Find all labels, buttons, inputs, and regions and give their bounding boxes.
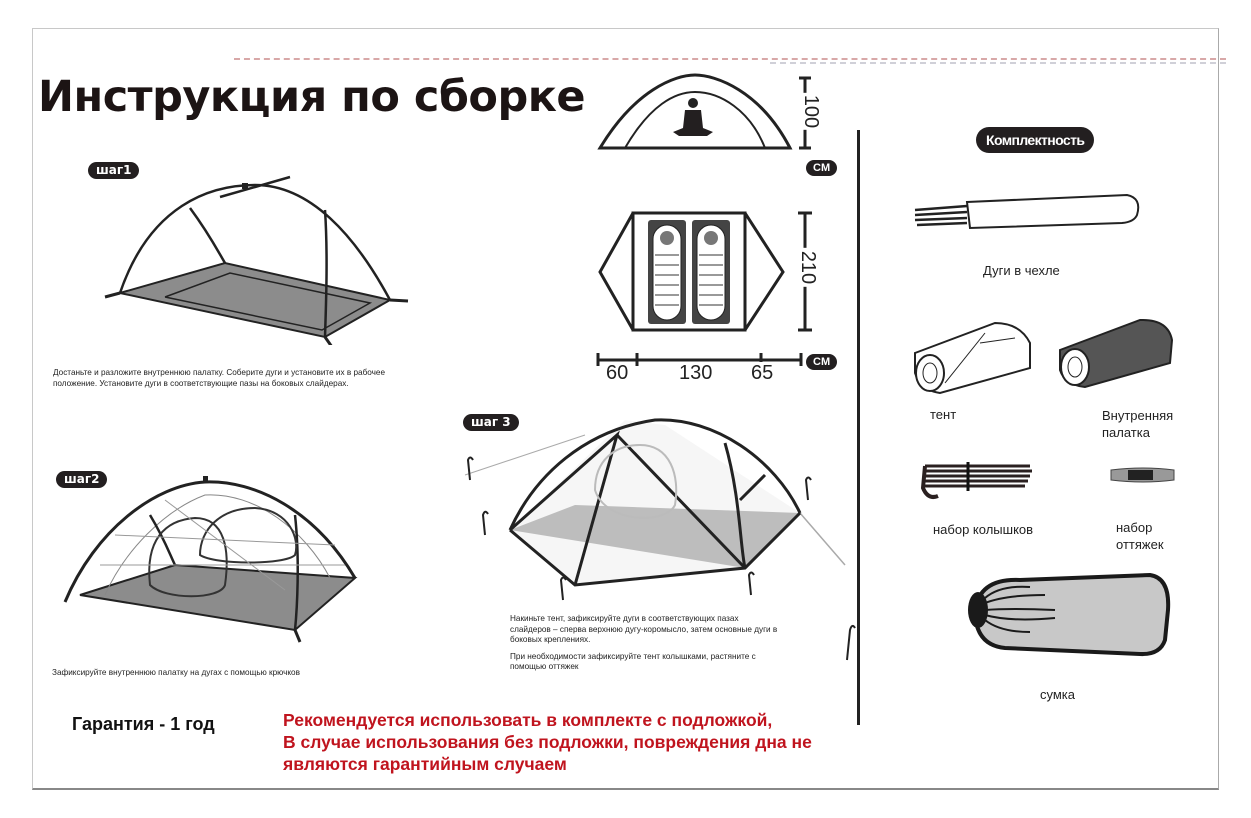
column-divider	[857, 130, 860, 725]
kit-item-label-inner-tent: Внутренняя палатка	[1102, 407, 1173, 441]
kit-item-label: Дуги в чехле	[983, 263, 1060, 278]
step1-tent-frame-icon	[104, 175, 409, 345]
step2-inner-tent-icon	[63, 476, 358, 643]
warning-line-1: Рекомендуется использовать в комплекте с…	[283, 710, 773, 730]
step3-line-1: Накиньте тент, зафиксируйте дуги в соотв…	[510, 614, 739, 623]
warning-notice: Рекомендуется использовать в комплекте с…	[283, 709, 812, 775]
length-dimension: 210	[796, 247, 820, 288]
bag-icon	[968, 572, 1171, 657]
step2-line-1: Зафиксируйте внутреннюю палатку на дугах…	[52, 668, 300, 677]
kit-item-label: набор колышков	[933, 522, 1034, 537]
poles-in-case-icon	[914, 193, 1140, 230]
rainfly-roll-icon	[914, 321, 1031, 395]
step1-instructions: Достаньте и разложите внутреннюю палатку…	[53, 368, 385, 389]
tent-side-view-icon	[597, 73, 811, 150]
kit-item-label-line: палатка	[1102, 425, 1150, 440]
step1-line-2: положение. Установите дуги в соответству…	[53, 378, 349, 388]
tent-floor-plan-icon	[598, 211, 812, 332]
step3-line-5: помощью оттяжек	[510, 662, 579, 671]
width-part-2: 130	[675, 362, 717, 385]
step1-line-1: Достаньте и разложите внутреннюю палатку…	[53, 368, 386, 377]
kit-item-label-line: Внутренняя	[1102, 408, 1174, 423]
step3-instructions: Накиньте тент, зафиксируйте дуги в соотв…	[510, 614, 830, 673]
step3-line-4: При необходимости зафиксируйте тент колы…	[510, 651, 756, 661]
width-dimension-line	[596, 353, 803, 366]
kit-title-badge: Комплектность	[976, 127, 1095, 153]
warning-line-2: В случае использования без подложки, пов…	[283, 732, 812, 752]
step2-badge: шаг2	[56, 471, 108, 488]
unit-badge-height: CM	[806, 160, 838, 176]
unit-badge-width: CM	[806, 354, 838, 370]
step3-line-2: слайдеров – сперва верхнюю дугу-коромысл…	[510, 624, 778, 634]
width-part-1: 60	[606, 362, 629, 385]
stakes-icon	[920, 462, 1032, 499]
kit-item-label: сумка	[1040, 687, 1075, 702]
step2-instructions: Зафиксируйте внутреннюю палатку на дугах…	[52, 668, 300, 679]
kit-item-label: тент	[930, 407, 957, 422]
step3-rainfly-icon	[464, 418, 846, 601]
kit-item-label-line: набор	[1116, 520, 1153, 535]
page-title: Инструкция по сборке	[38, 72, 586, 122]
kit-item-label-guylines: набор оттяжек	[1116, 519, 1164, 553]
step3-badge: шаг 3	[463, 414, 519, 431]
step3-line-3: боковых креплениях.	[510, 635, 591, 644]
step1-badge: шаг1	[88, 162, 140, 179]
stake-icon	[846, 624, 856, 661]
dashed-rule	[234, 58, 1226, 60]
guylines-icon	[1110, 467, 1175, 483]
page-frame	[32, 28, 1219, 790]
warranty-text: Гарантия - 1 год	[72, 714, 215, 734]
warning-line-3: являются гарантийным случаем	[283, 754, 567, 774]
dashed-rule-secondary	[770, 62, 1226, 64]
width-part-3: 65	[751, 362, 774, 385]
height-dimension: 100	[799, 92, 823, 131]
inner-tent-roll-icon	[1059, 318, 1174, 389]
kit-item-label-line: оттяжек	[1116, 537, 1164, 552]
